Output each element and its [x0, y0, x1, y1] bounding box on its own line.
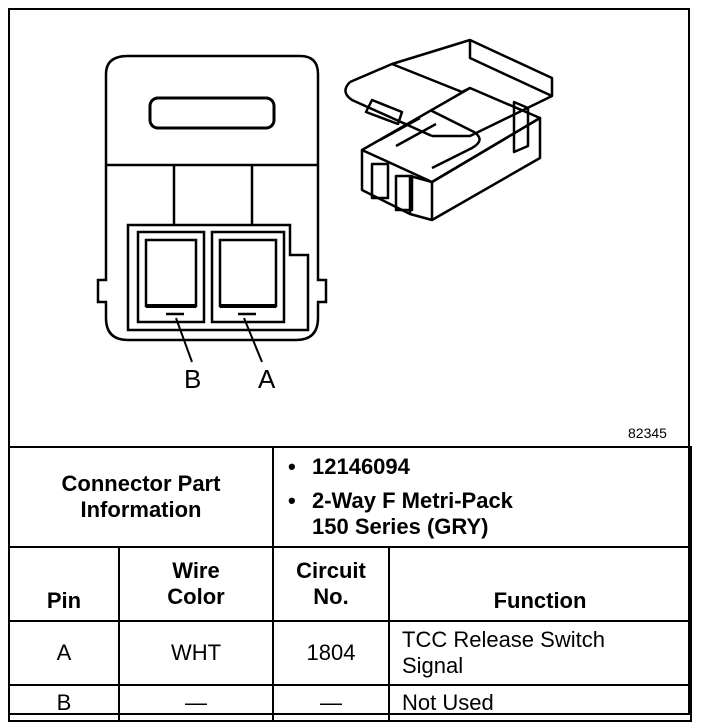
cavity-outline — [126, 223, 310, 332]
cell-pin: B — [8, 684, 120, 722]
header-pin: Pin — [8, 546, 120, 622]
iso-latch-top — [391, 38, 554, 138]
connector-info-table: Connector Part Information 12146094 2-Wa… — [8, 446, 693, 722]
iso-slot — [364, 98, 404, 126]
cell-circuit: 1804 — [272, 620, 390, 686]
header-function: Function — [387, 546, 693, 622]
header-wire-color: Wire Color — [118, 546, 274, 622]
pin-label-a: A — [258, 364, 276, 394]
cavity-a — [210, 230, 286, 324]
connector-isometric-view — [344, 38, 554, 222]
iso-cavity-2 — [394, 174, 414, 212]
cell-wire-color: WHT — [118, 620, 274, 686]
part-description-line1: 2-Way F Metri-Pack — [288, 488, 690, 514]
leader-line-b — [175, 317, 193, 363]
part-info-row: Connector Part Information 12146094 2-Wa… — [8, 446, 693, 548]
connector-housing — [96, 54, 328, 342]
part-info-values: 12146094 2-Way F Metri-Pack 150 Series (… — [271, 446, 693, 548]
table-row: B — — Not Used — [8, 684, 693, 722]
iso-lock-window — [512, 100, 530, 154]
iso-side-face — [431, 116, 542, 222]
cell-pin: A — [8, 620, 120, 686]
cavity-b — [136, 230, 206, 324]
cell-function: Not Used — [387, 684, 693, 722]
terminal-a — [218, 238, 278, 308]
part-info-label: Connector Part Information — [8, 446, 274, 548]
latch-window — [148, 96, 276, 130]
cell-wire-color: — — [118, 684, 274, 722]
pin-label-b: B — [184, 364, 201, 394]
header-circuit: Circuit No. — [272, 546, 390, 622]
connector-face-view — [96, 54, 328, 363]
part-number: 12146094 — [288, 454, 690, 480]
iso-cavity-1 — [370, 162, 390, 200]
cell-circuit: — — [272, 684, 390, 722]
leader-line-a — [243, 317, 263, 363]
iso-latch-arm — [349, 62, 471, 94]
part-description-line2: 150 Series (GRY) — [312, 514, 489, 539]
figure-number: 82345 — [628, 425, 667, 441]
cell-function: TCC Release Switch Signal — [387, 620, 693, 686]
terminal-b — [144, 238, 198, 308]
table-row: A WHT 1804 TCC Release Switch Signal — [8, 620, 693, 686]
table-header-row: Pin Wire Color Circuit No. Function — [8, 546, 693, 622]
connector-drawing: B A 82345 — [96, 38, 667, 441]
